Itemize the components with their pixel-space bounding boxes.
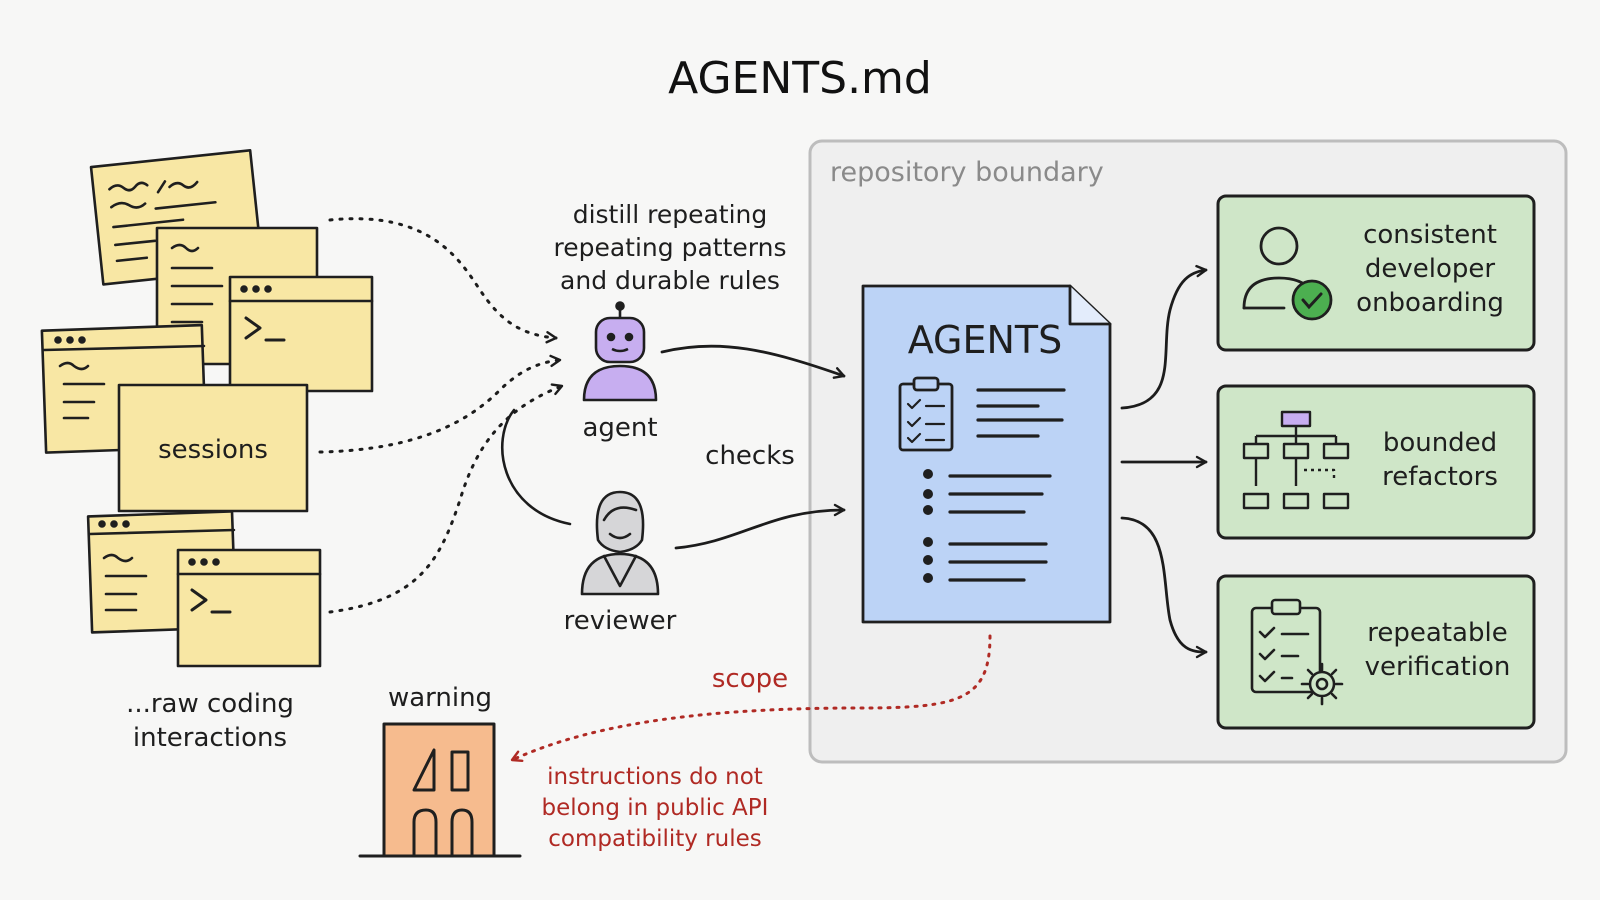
checks-label: checks bbox=[705, 441, 795, 471]
warning-title: warning bbox=[387, 683, 493, 713]
outcome-onboarding-line2: developer bbox=[1364, 254, 1496, 284]
agent-label: agent bbox=[582, 413, 658, 443]
agent-icon bbox=[582, 301, 658, 402]
outcome-onboarding-line3: onboarding bbox=[1356, 288, 1504, 318]
repository-boundary-label: repository boundary bbox=[830, 157, 1104, 188]
distill-line1: distill repeating bbox=[572, 200, 768, 229]
reviewer-icon bbox=[580, 490, 660, 596]
warning-text-line3: compatibility rules bbox=[548, 826, 762, 852]
sessions-caption-line2: interactions bbox=[132, 723, 288, 753]
outcome-verification-line2: verification bbox=[1364, 652, 1511, 682]
scope-label: scope bbox=[711, 664, 789, 694]
distill-arrows bbox=[318, 217, 564, 614]
warning-text-line1: instructions do not bbox=[547, 764, 763, 790]
document-title: AGENTS bbox=[907, 318, 1063, 362]
reviewer-feedback-arrow bbox=[501, 408, 572, 526]
outcome-onboarding-line1: consistent bbox=[1363, 220, 1497, 250]
user-check-icon bbox=[1242, 226, 1333, 321]
agents-document bbox=[861, 284, 1112, 624]
sessions-label: sessions bbox=[158, 435, 268, 465]
outcome-verification-line1: repeatable bbox=[1367, 618, 1508, 648]
outcome-refactors-line2: refactors bbox=[1382, 462, 1498, 492]
distill-line3: and durable rules bbox=[560, 266, 780, 295]
scope-arrow bbox=[510, 634, 992, 763]
sessions-caption-line1: ...raw coding bbox=[126, 689, 294, 719]
distill-line2: repeating patterns bbox=[553, 233, 787, 262]
page-title: AGENTS.md bbox=[668, 53, 932, 104]
to-outcome-arrows bbox=[1120, 264, 1208, 659]
warning-sign-icon bbox=[358, 722, 522, 858]
hierarchy-icon bbox=[1242, 410, 1350, 510]
session-notes bbox=[40, 149, 374, 668]
outcome-refactors-line1: bounded bbox=[1382, 428, 1498, 458]
reviewer-label: reviewer bbox=[563, 606, 677, 636]
to-document-arrows bbox=[660, 344, 846, 550]
warning-text-line2: belong in public API bbox=[541, 795, 769, 821]
clipboard-gear-icon bbox=[1250, 598, 1344, 706]
